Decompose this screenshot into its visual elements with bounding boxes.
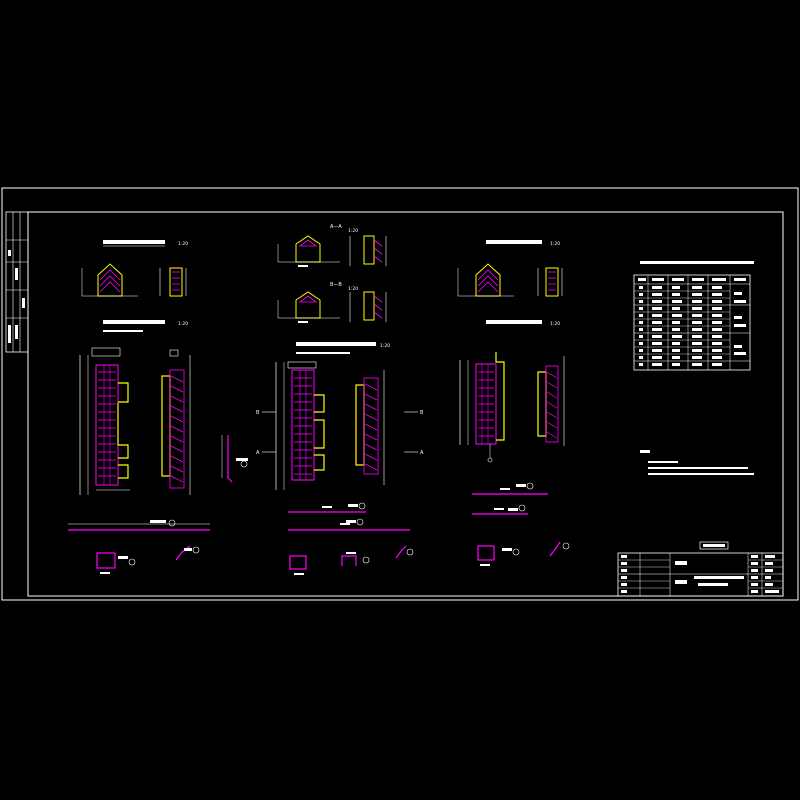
- section-b-b-drawing: [277, 291, 340, 323]
- left-bent-bar: [175, 545, 200, 561]
- section-b-b-scale: 1:20: [348, 286, 358, 292]
- right-title-1: [486, 240, 542, 244]
- left-title-1-scale: 1:20: [178, 241, 188, 247]
- middle-title: [296, 342, 376, 346]
- section-a-a-drawing: [277, 235, 340, 267]
- left-tall-elevation: [79, 347, 130, 495]
- mark-a-left: A: [256, 450, 260, 456]
- left-hook-bar: [221, 435, 248, 483]
- middle-detail-group: A—A 1:20 B—B 1:20: [256, 224, 424, 575]
- left-title-2: [103, 320, 165, 324]
- quantity-table: [633, 261, 754, 371]
- right-tall-side: [537, 356, 565, 446]
- section-b-b-label: B—B: [330, 282, 342, 288]
- section-a-a-side: [349, 235, 387, 266]
- right-small-side: [537, 267, 563, 297]
- right-title-2: [486, 320, 542, 324]
- mark-a-right: A: [420, 450, 424, 456]
- middle-title-scale: 1:20: [380, 343, 390, 349]
- right-title-1-scale: 1:20: [550, 241, 560, 247]
- section-a-a-label: A—A: [330, 224, 342, 230]
- left-small-side: [159, 267, 187, 297]
- right-tall-elevation: [459, 352, 505, 463]
- mark-b-left: B: [256, 410, 260, 416]
- title-block: [617, 541, 784, 597]
- right-small-section: [457, 263, 514, 297]
- right-title-2-scale: 1:20: [550, 321, 560, 327]
- left-binding-strip: [5, 211, 29, 353]
- middle-bar-1: [288, 502, 366, 513]
- notes-block: [640, 450, 754, 475]
- middle-stirrups: [289, 545, 414, 575]
- right-bars: [472, 482, 570, 566]
- table-title: [640, 261, 754, 264]
- section-b-b-side: [349, 291, 387, 322]
- middle-bar-2: [288, 518, 410, 531]
- outer-border: [1, 187, 799, 601]
- mark-b-right: B: [420, 410, 424, 416]
- middle-tall-side: B A: [355, 370, 424, 485]
- right-detail-group: 1:20 1:20: [457, 240, 570, 566]
- left-small-section: [81, 263, 138, 297]
- left-stirrup: [96, 552, 136, 574]
- left-detail-group: 1:20 1:20: [68, 240, 248, 574]
- left-tall-side: [161, 349, 191, 495]
- section-a-a-scale: 1:20: [348, 228, 358, 234]
- drawing-frame: [27, 211, 784, 597]
- left-long-bar: [68, 519, 210, 531]
- middle-tall-elevation: B A: [256, 361, 325, 490]
- left-title-1: [103, 240, 165, 244]
- left-title-2-scale: 1:20: [178, 321, 188, 327]
